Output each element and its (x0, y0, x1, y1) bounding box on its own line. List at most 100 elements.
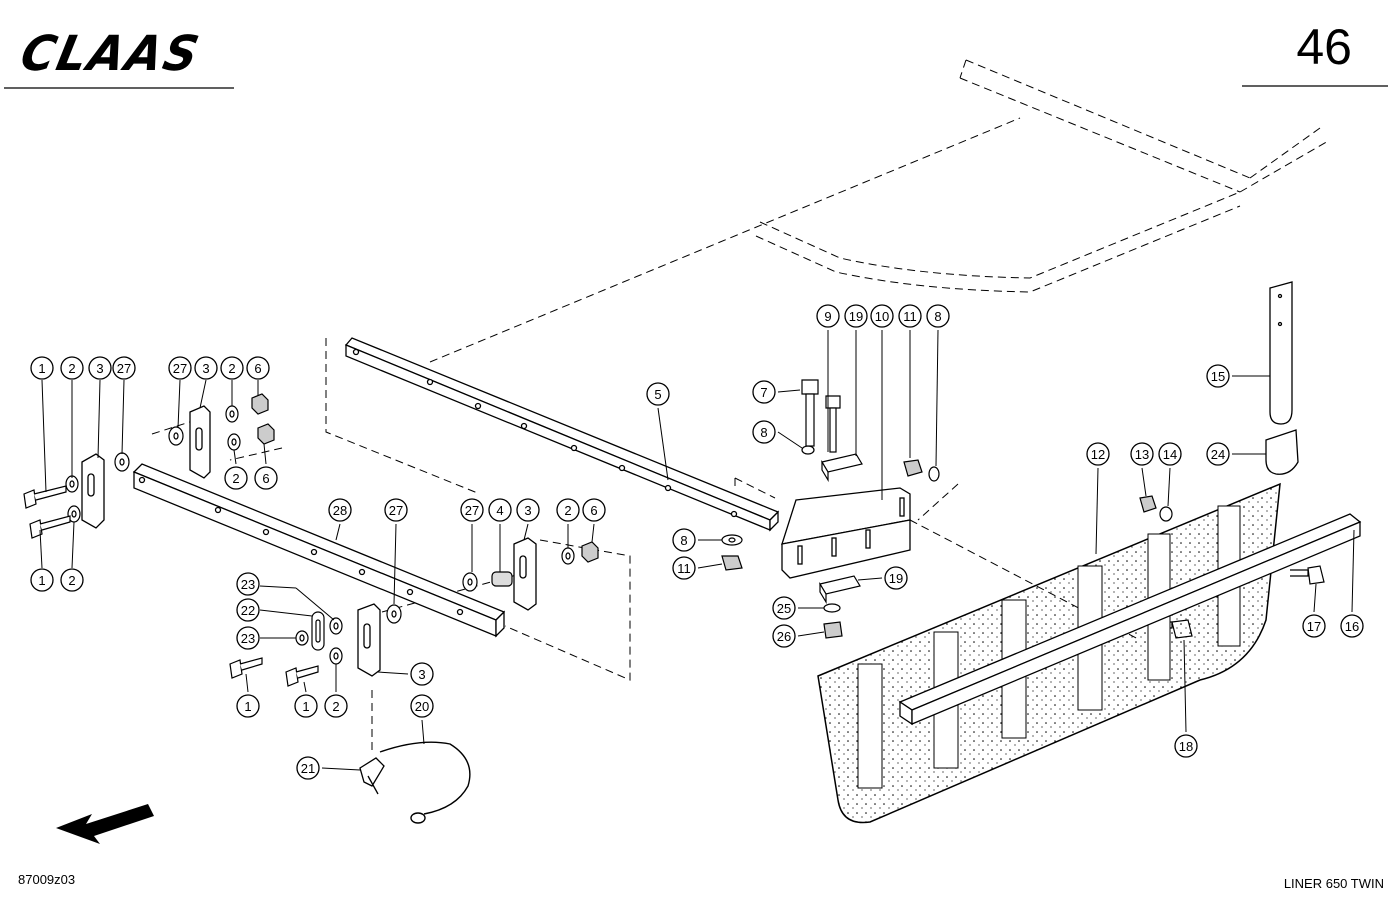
callout-25: 25 (772, 596, 796, 620)
callout-number: 2 (332, 699, 339, 714)
callout-number: 1 (302, 699, 309, 714)
callout-17: 17 (1302, 614, 1326, 638)
square-tube-part-28 (132, 463, 506, 638)
callout-14: 14 (1158, 442, 1182, 466)
callout-9: 9 (816, 304, 840, 328)
page-number: 46 (1296, 19, 1352, 75)
leader-lines (39, 329, 1355, 771)
callout-28: 28 (328, 498, 352, 522)
callout-number: 13 (1135, 447, 1149, 462)
callout-6: 6 (246, 356, 270, 380)
callout-number: 12 (1091, 447, 1105, 462)
callout-number: 11 (677, 561, 691, 576)
callout-number: 5 (654, 387, 661, 402)
callout-2: 2 (324, 694, 348, 718)
callout-number: 3 (524, 503, 531, 518)
callout-26: 26 (772, 624, 796, 648)
end-cap-part-24 (1265, 429, 1299, 475)
callout-number: 6 (262, 471, 269, 486)
callout-number: 1 (38, 573, 45, 588)
callout-number: 3 (418, 667, 425, 682)
callout-27: 27 (460, 498, 484, 522)
callout-19: 19 (884, 566, 908, 590)
callout-10: 10 (870, 304, 894, 328)
callout-3: 3 (88, 356, 112, 380)
callout-number: 16 (1345, 619, 1359, 634)
callout-number: 3 (96, 361, 103, 376)
callout-8: 8 (926, 304, 950, 328)
callout-23: 23 (236, 626, 260, 650)
callout-number: 2 (564, 503, 571, 518)
callout-6: 6 (582, 498, 606, 522)
callout-number: 2 (68, 361, 75, 376)
callout-number: 1 (38, 361, 45, 376)
callout-number: 25 (777, 601, 791, 616)
callout-number: 7 (760, 385, 767, 400)
callout-number: 11 (903, 309, 917, 324)
flat-bar-part-16 (898, 513, 1362, 726)
safety-cable-part-20 (379, 741, 471, 824)
callout-number: 6 (590, 503, 597, 518)
callout-number: 18 (1179, 739, 1193, 754)
callout-number: 26 (777, 629, 791, 644)
protector-strip-part-15 (1269, 281, 1293, 425)
callout-16: 16 (1340, 614, 1364, 638)
callout-number: 22 (241, 603, 255, 618)
callout-number: 17 (1307, 619, 1321, 634)
callout-21: 21 (296, 756, 320, 780)
callout-22: 22 (236, 598, 260, 622)
bracket-group (81, 405, 537, 677)
callout-number: 3 (202, 361, 209, 376)
callout-11: 11 (898, 304, 922, 328)
direction-arrow-icon (56, 804, 154, 844)
header-rules (4, 85, 1388, 89)
callout-13: 13 (1130, 442, 1154, 466)
callout-5: 5 (646, 382, 670, 406)
callout-number: 19 (889, 571, 903, 586)
callout-number: 8 (934, 309, 941, 324)
callout-18: 18 (1174, 734, 1198, 758)
callout-number: 2 (68, 573, 75, 588)
callout-27: 27 (384, 498, 408, 522)
callout-number: 27 (465, 503, 479, 518)
callout-2: 2 (224, 466, 248, 490)
callout-number: 21 (301, 761, 315, 776)
callout-27: 27 (112, 356, 136, 380)
lynch-pin-part-21 (359, 757, 385, 795)
callout-8: 8 (672, 528, 696, 552)
callout-number: 23 (241, 577, 255, 592)
callout-number: 2 (232, 471, 239, 486)
callout-3: 3 (516, 498, 540, 522)
callout-number: 28 (333, 503, 347, 518)
callout-7: 7 (752, 380, 776, 404)
callout-4: 4 (488, 498, 512, 522)
mounting-bracket-part-10 (781, 487, 911, 579)
callout-number: 14 (1163, 447, 1177, 462)
callout-3: 3 (194, 356, 218, 380)
callout-number: 10 (875, 309, 889, 324)
callout-number: 15 (1211, 369, 1225, 384)
callout-number: 27 (173, 361, 187, 376)
callout-1: 1 (30, 356, 54, 380)
callout-6: 6 (254, 466, 278, 490)
callout-11: 11 (672, 556, 696, 580)
callout-2: 2 (60, 356, 84, 380)
callout-15: 15 (1206, 364, 1230, 388)
callout-3: 3 (410, 662, 434, 686)
callout-19: 19 (844, 304, 868, 328)
callout-number: 27 (117, 361, 131, 376)
callout-12: 12 (1086, 442, 1110, 466)
model-name: LINER 650 TWIN (1283, 876, 1384, 891)
callout-20: 20 (410, 694, 434, 718)
callout-24: 24 (1206, 442, 1230, 466)
callout-number: 1 (244, 699, 251, 714)
callout-number: 23 (241, 631, 255, 646)
callout-number: 27 (389, 503, 403, 518)
callout-number: 2 (228, 361, 235, 376)
clamp-plates-part-19 (819, 453, 863, 605)
callout-number: 4 (496, 503, 503, 518)
callout-1: 1 (236, 694, 260, 718)
